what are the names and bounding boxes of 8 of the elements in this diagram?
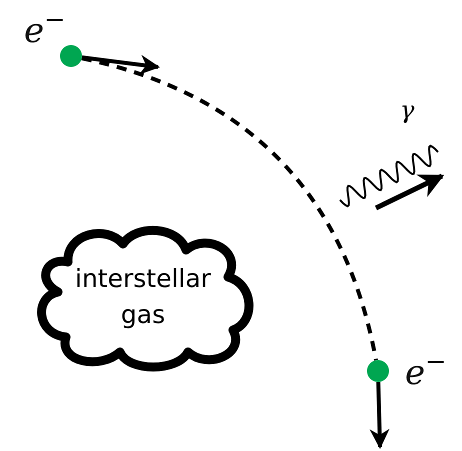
particle-dot [367, 360, 389, 382]
velocity-arrow [370, 382, 390, 449]
cloud-label: interstellar gas [74, 262, 212, 331]
particle-symbol: e$^{−}$ [405, 350, 446, 390]
particle-dot [60, 45, 82, 67]
particle-symbol: e$^{−}$ [24, 8, 66, 48]
photon-symbol: γ [400, 98, 414, 122]
velocity-arrow [82, 54, 160, 75]
